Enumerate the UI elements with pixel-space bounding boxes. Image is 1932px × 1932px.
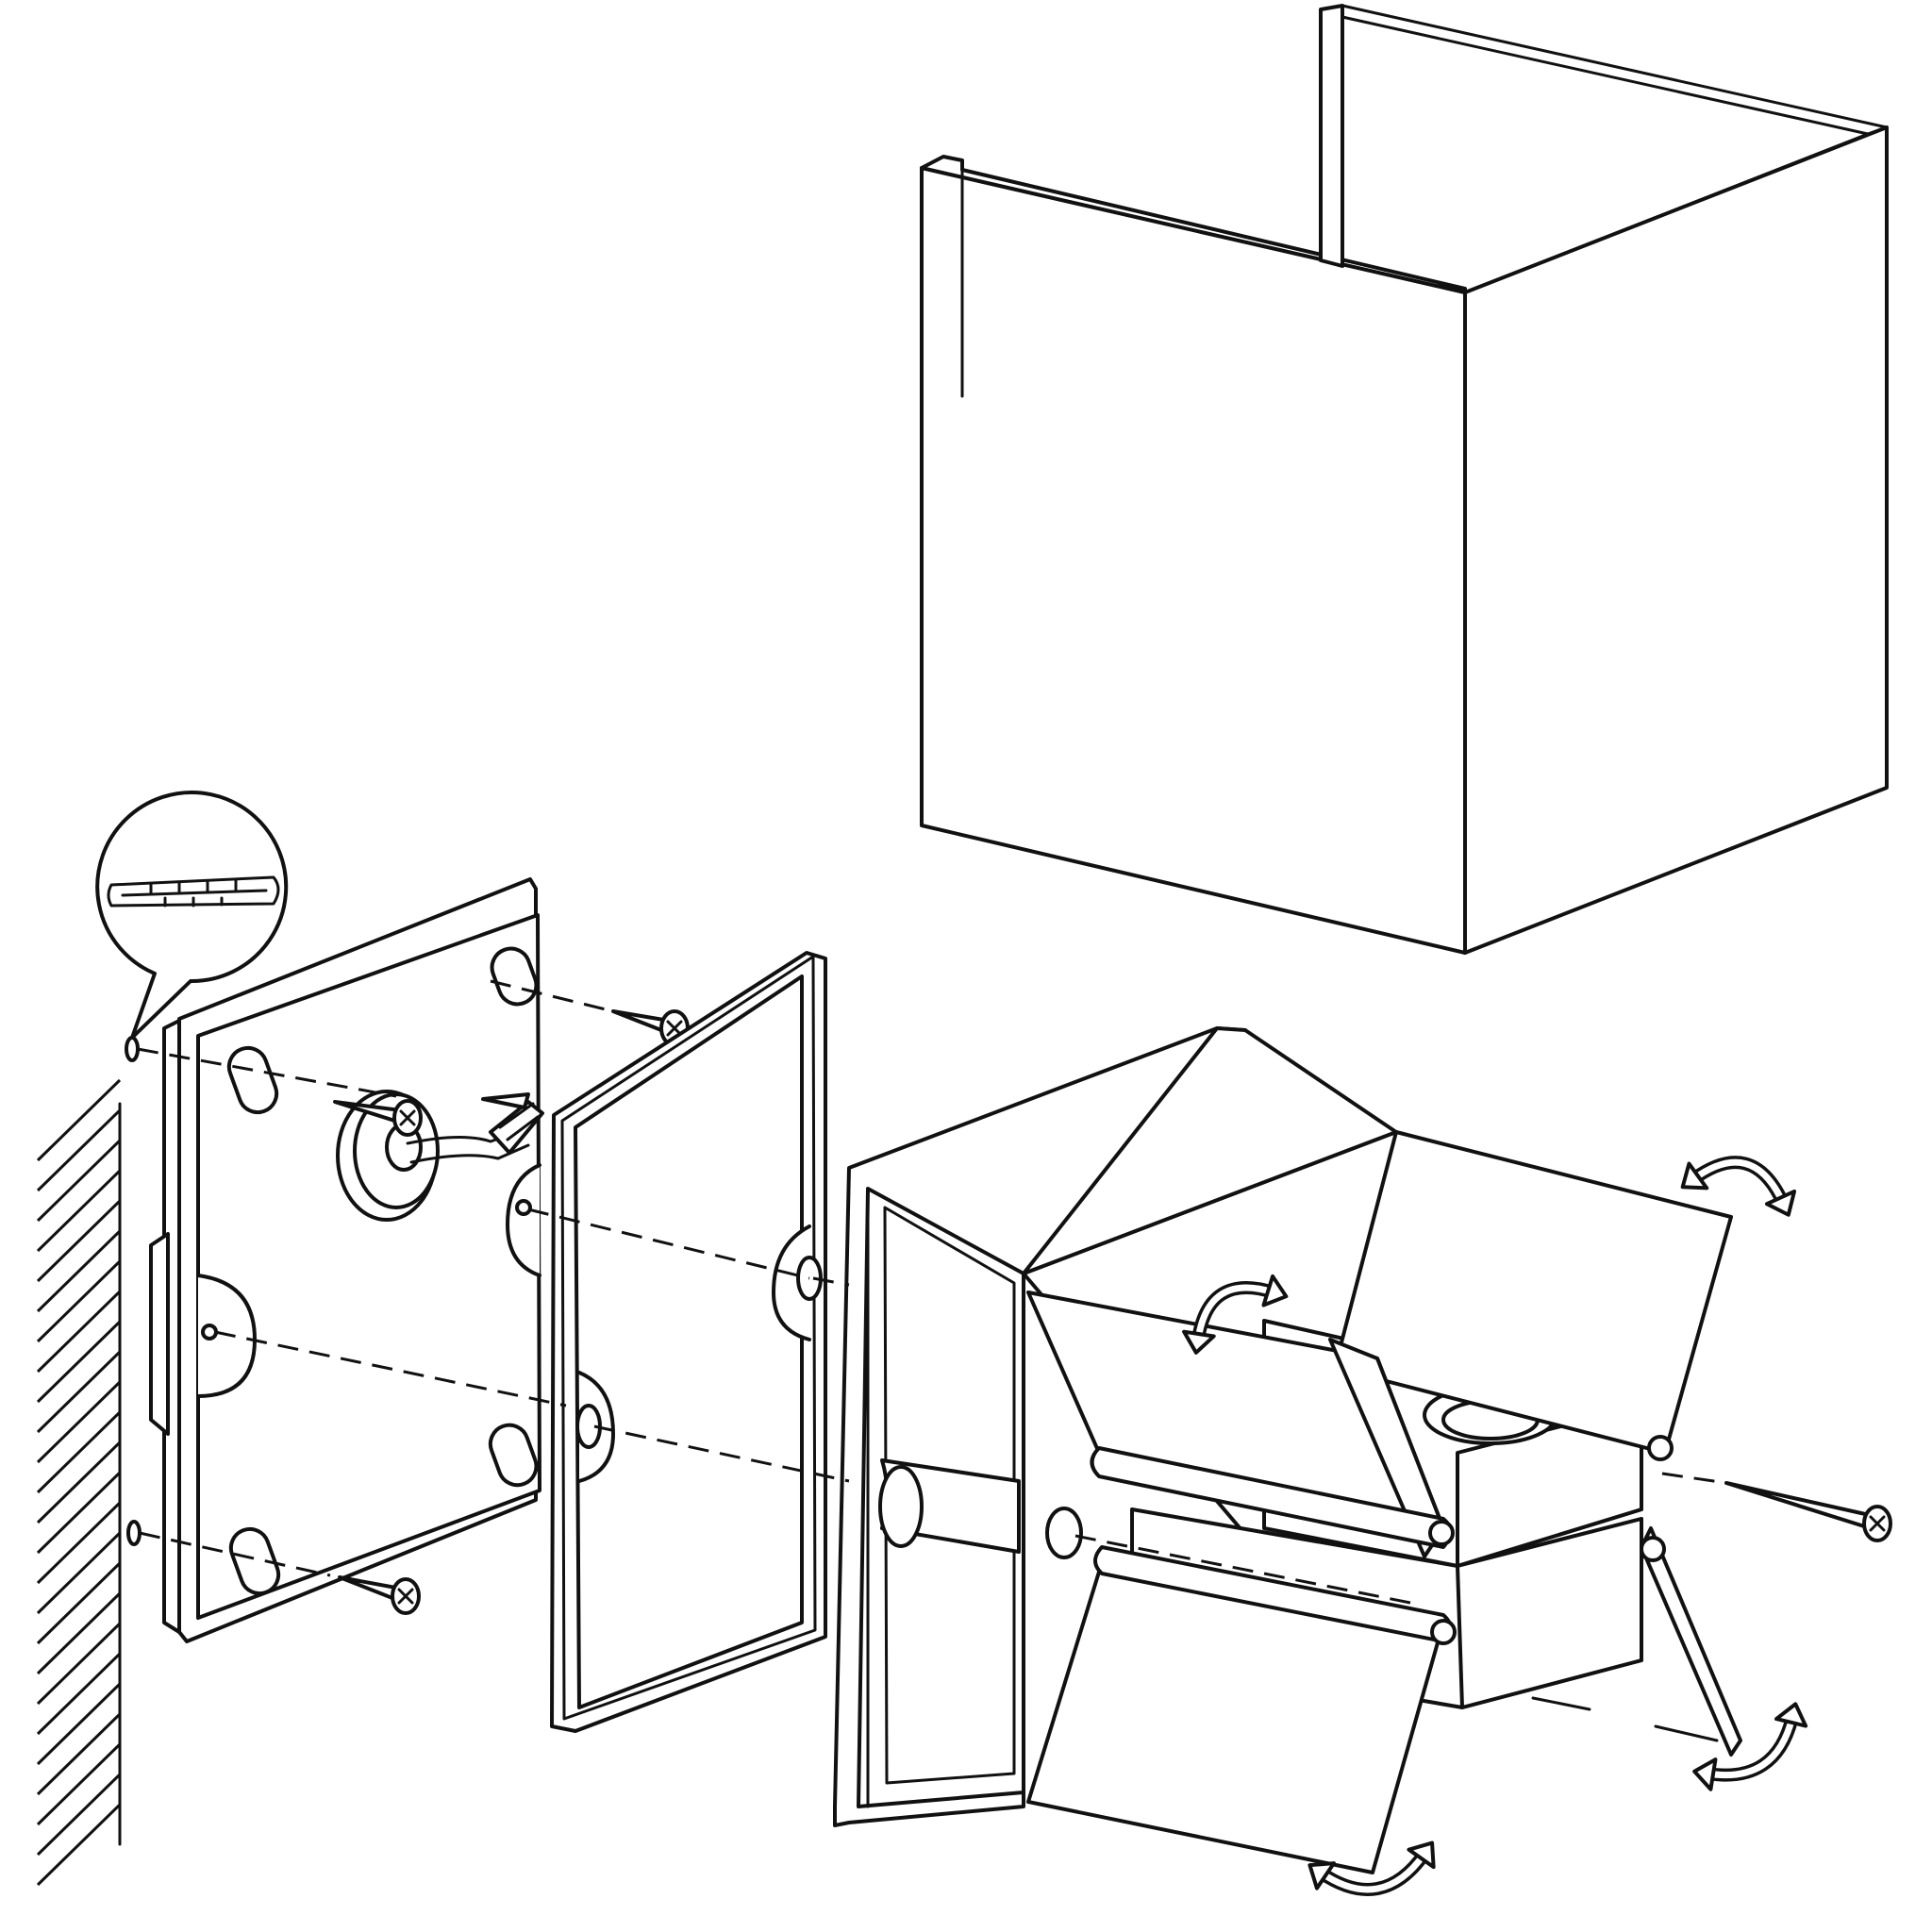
wall-hatch-line <box>36 1108 122 1192</box>
wall-hatch-line <box>36 1199 122 1283</box>
rotate-arrow-lower-diffuser-inner <box>1317 1850 1428 1893</box>
wall-hatch-line <box>36 1078 122 1162</box>
screw-top-right <box>611 1009 690 1047</box>
wall-hatch-line <box>36 1290 122 1374</box>
rotate-arrow-upper-right-inner <box>1690 1158 1787 1207</box>
wall-hatch-line <box>36 1229 122 1313</box>
screw-gland <box>333 1099 423 1137</box>
guide-lines <box>137 979 1727 1606</box>
screw-bottom <box>338 1575 421 1615</box>
rotate-arrow-upper-diffuser-head-end <box>1261 1274 1289 1307</box>
rotation-arrows <box>1182 1156 1808 1896</box>
wall-hatch-line <box>36 1139 122 1223</box>
rotate-arrow-lower-right-inner <box>1704 1713 1796 1779</box>
wall-hatch-line <box>36 1441 122 1524</box>
wall-hatch-line <box>36 1622 122 1706</box>
rotate-arrow-lower-diffuser-head-end <box>1407 1840 1436 1870</box>
wall-hatch-line <box>36 1501 122 1585</box>
wall-hatch-line <box>36 1712 122 1796</box>
wall <box>36 1078 122 1887</box>
wall-hatch-line <box>36 1531 122 1615</box>
wall-hatch-line <box>36 1682 122 1766</box>
screw-body-right <box>1724 1481 1892 1542</box>
wall-hatch-line <box>36 1652 122 1736</box>
plate-slot-holes <box>226 946 539 1596</box>
wall-hatch-line <box>36 1380 122 1464</box>
wall-hatch-line <box>36 1350 122 1434</box>
gasket-frame <box>550 951 827 1733</box>
rotate-arrow-lower-right-head-end <box>1774 1702 1808 1728</box>
wall-hatch-line <box>36 1742 122 1826</box>
wall-hatch-line <box>36 1471 122 1555</box>
rotate-arrow-upper-diffuser-inner <box>1194 1284 1277 1343</box>
wall-hatch-line <box>36 1803 122 1887</box>
wall-hatch-line <box>36 1561 122 1645</box>
wall-hatch-line <box>36 1591 122 1675</box>
wall-hatch-line <box>36 1259 122 1343</box>
rotate-arrow-lower-right-head-start <box>1692 1757 1718 1791</box>
rotate-arrow-upper-right-head-end <box>1764 1189 1797 1217</box>
wall-hatch-line <box>36 1169 122 1253</box>
rotate-arrow-upper-diffuser-head-start <box>1182 1329 1216 1355</box>
lower-diffuser <box>1026 1526 1742 1874</box>
cover-shroud <box>920 4 1889 955</box>
rotate-arrow-lower-diffuser-head-start <box>1307 1861 1336 1890</box>
wall-plug-callout <box>95 791 289 1546</box>
wall-hatch-line <box>36 1410 122 1494</box>
mounting-plate <box>149 877 544 1643</box>
wall-hatch-line <box>36 1320 122 1404</box>
upper-diffuser <box>1026 1130 1733 1558</box>
wall-hatch-line <box>36 1773 122 1857</box>
wire-connector <box>481 1092 544 1155</box>
wall-plug-icon <box>107 875 280 908</box>
rotate-arrow-upper-right-head-start <box>1680 1161 1709 1191</box>
